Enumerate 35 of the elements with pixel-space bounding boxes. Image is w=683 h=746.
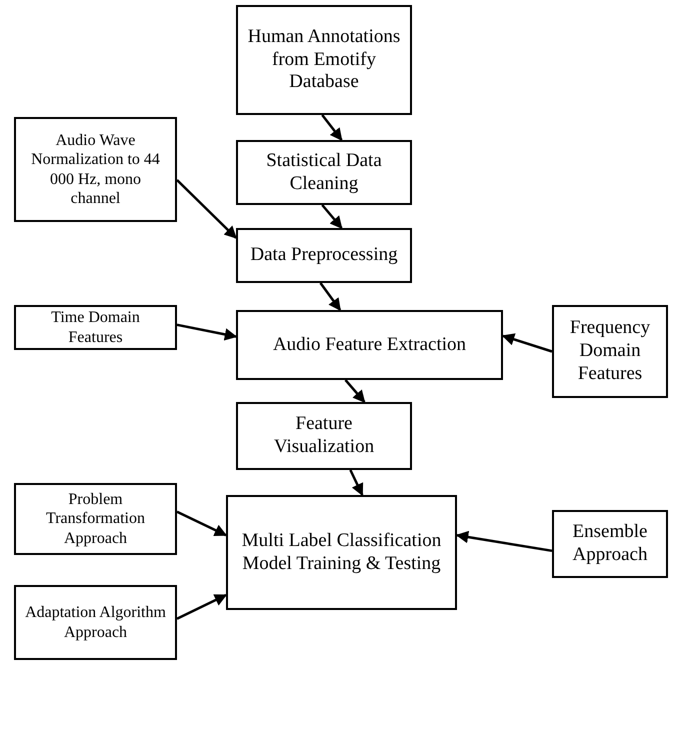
box-label: Data Preprocessing — [250, 244, 398, 267]
box-label: Statistical Data Cleaning — [265, 150, 383, 196]
box-label: Problem Transformation Approach — [45, 490, 146, 548]
process-box — [14, 585, 177, 660]
arrow — [321, 204, 343, 229]
process-box — [236, 228, 412, 283]
arrow — [319, 282, 342, 311]
box-label: Audio Wave Normalization to 44 000 Hz, mono channel — [30, 131, 161, 208]
box-label: Multi Label Classification Model Training & Testing — [240, 530, 442, 576]
box-label: Feature Visualization — [272, 413, 376, 459]
process-box — [236, 5, 412, 115]
process-box — [14, 305, 177, 350]
process-box — [14, 483, 177, 555]
process-box — [552, 305, 668, 398]
arrow — [502, 333, 552, 353]
process-box — [226, 495, 457, 610]
box-label: Time Domain Features — [50, 308, 141, 347]
arrow — [349, 469, 364, 496]
arrow — [176, 510, 228, 536]
arrow — [176, 594, 228, 620]
arrow — [176, 324, 238, 341]
process-box — [236, 402, 412, 470]
arrow — [456, 530, 552, 552]
process-box — [552, 510, 668, 578]
arrow — [321, 114, 343, 141]
process-box — [14, 117, 177, 222]
box-label: Frequency Domain Features — [568, 317, 652, 386]
box-label: Adaptation Algorithm Approach — [24, 603, 167, 642]
arrow — [344, 379, 366, 403]
process-box — [236, 140, 412, 205]
arrow — [176, 179, 237, 239]
process-box — [236, 310, 503, 380]
box-label: Human Annotations from Emotify Database — [246, 26, 402, 94]
box-label: Audio Feature Extraction — [272, 334, 466, 356]
box-label: Ensemble Approach — [572, 521, 648, 567]
